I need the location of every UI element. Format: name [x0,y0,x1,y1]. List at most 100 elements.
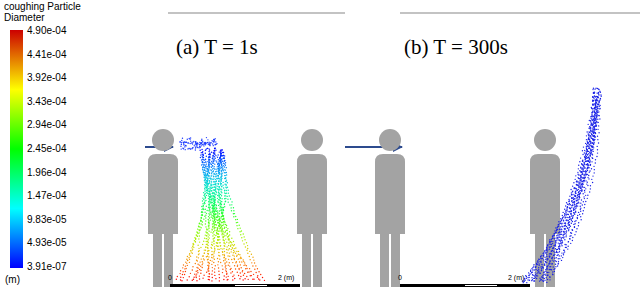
particle [244,278,245,279]
particle [206,229,207,230]
particle [589,144,590,145]
particle [598,102,599,103]
particle [194,274,195,275]
particle [208,210,209,211]
particle [202,261,203,262]
particle [594,107,595,108]
particle [212,195,213,196]
particle [226,249,227,250]
particle [230,268,231,269]
particle [254,262,255,263]
particle [551,250,552,251]
particle [563,231,564,232]
particle [235,268,236,269]
particle [214,227,215,228]
particle [574,203,575,204]
particle [214,194,215,195]
particle [596,102,597,103]
particle [201,164,202,165]
particle [218,219,219,220]
particle [243,261,244,262]
particle [574,187,575,188]
particle [547,258,548,259]
particle [224,184,225,185]
particle [231,242,232,243]
particle [189,276,190,277]
particle [228,245,229,246]
particle [204,179,205,180]
particle [262,277,263,278]
particle [587,145,588,146]
particle [542,275,543,276]
particle [233,252,234,253]
particle [550,253,551,254]
particle [213,205,214,206]
particle [589,144,590,145]
particle [233,207,234,208]
particle [218,181,219,182]
particle [222,239,223,240]
particle [207,251,208,252]
particle [187,138,188,139]
particle [215,148,216,149]
particle [595,104,596,105]
particle [209,186,210,187]
particle [579,182,580,183]
particle [208,165,209,166]
particle [206,241,207,242]
particle [564,222,565,223]
particle [210,231,211,232]
particle [208,216,209,217]
particle [196,144,197,145]
particle [218,166,219,167]
particle [563,220,564,221]
particle [582,160,583,161]
particle [219,198,220,199]
particle [221,171,222,172]
particle [203,145,204,146]
particle [204,169,205,170]
particle [528,272,529,273]
particle [215,189,216,190]
particle [592,116,593,117]
particle [221,231,222,232]
particle [555,244,556,245]
particle [200,143,201,144]
particle [224,158,225,159]
particle [207,171,208,172]
particle [220,156,221,157]
particle [225,186,226,187]
particle [247,245,248,246]
particle [591,130,592,131]
particle [197,270,198,271]
particle [589,141,590,142]
particle [251,254,252,255]
particle [563,220,564,221]
particle [200,270,201,271]
particle [588,137,589,138]
particle [209,197,210,198]
particle [182,142,183,143]
particle [221,163,222,164]
particle [203,167,204,168]
particle [219,157,220,158]
particle [208,175,209,176]
particle [586,135,587,136]
particle [593,121,594,122]
particle [198,225,199,226]
particle [201,217,202,218]
particle [531,268,532,269]
particle [227,279,228,280]
particle [214,196,215,197]
particle [214,251,215,252]
particle [211,181,212,182]
particle [219,203,220,204]
particle [222,248,223,249]
particle [600,96,601,97]
particle [211,211,212,212]
particle [240,272,241,273]
particle [224,163,225,164]
particle [228,242,229,243]
particle [223,169,224,170]
particle [199,230,200,231]
